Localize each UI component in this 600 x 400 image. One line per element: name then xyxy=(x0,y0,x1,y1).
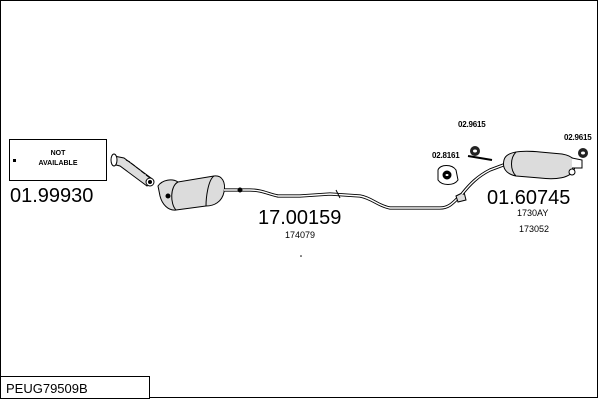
rear-reference-2: 173052 xyxy=(519,224,550,234)
bullet-dot xyxy=(13,159,16,162)
middle-silencer xyxy=(157,175,467,211)
not-available-text: NOT AVAILABLE xyxy=(38,150,78,167)
mount-left-label: 02.8161 xyxy=(432,151,460,160)
middle-part-number: 17.00159 xyxy=(258,207,342,229)
rear-silencer xyxy=(460,150,583,195)
diagram-code-box: PEUG79509B xyxy=(0,376,150,399)
rear-part-number: 01.60745 xyxy=(487,187,571,209)
diagram-code: PEUG79509B xyxy=(6,381,88,396)
mount-right-label: 02.9615 xyxy=(564,133,592,142)
mount-right-shape xyxy=(578,148,588,158)
middle-reference: 174079 xyxy=(285,230,316,240)
not-available-box: NOT AVAILABLE xyxy=(9,139,107,181)
rear-reference-1: 1730AY xyxy=(517,208,549,218)
mount-mid-label: 02.9615 xyxy=(458,120,486,129)
flex-pipe xyxy=(110,153,155,187)
marker-dot xyxy=(300,255,302,257)
mount-left-shape xyxy=(437,165,459,185)
mount-mid-shape xyxy=(470,146,480,156)
front-part-number: 01.99930 xyxy=(10,185,94,207)
